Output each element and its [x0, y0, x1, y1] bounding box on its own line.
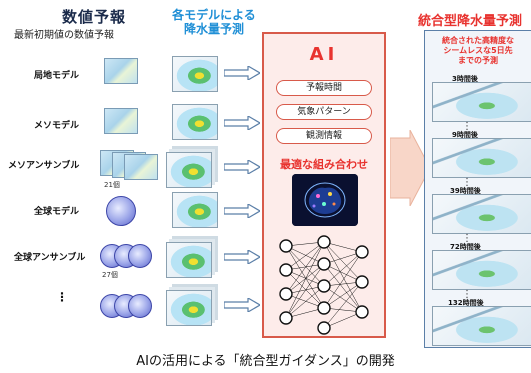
arrow-right-icon [224, 116, 260, 130]
vertical-ellipsis-icon: ⋮ [462, 233, 472, 244]
ai-title: AI [309, 44, 339, 65]
factor-observation: 観測情報 [276, 128, 372, 144]
integrated-description-line2: シームレスな5日先 [443, 46, 513, 55]
big-arrow-right-icon [390, 130, 430, 206]
integrated-description: 統合された高精度な シームレスな5日先 までの予測 [426, 36, 530, 66]
models-precip-heading: 各モデルによる 降水量予測 [160, 8, 268, 36]
vertical-ellipsis-icon: ⋮ [462, 177, 472, 188]
best-combination-label: 最適な組み合わせ [280, 158, 368, 171]
more-models-precip-maps [166, 290, 212, 326]
globe-icon [128, 294, 152, 318]
model-label-local: 局地モデル [34, 71, 80, 81]
models-precip-line2: 降水量予測 [183, 22, 244, 36]
forecast-label-3h: 3時間後 [452, 75, 478, 83]
factor-weather-pattern: 気象パターン [276, 104, 372, 120]
numeric-forecast-subheading: 最新初期値の数値予報 [14, 30, 114, 41]
meso-ensemble-count: 21個 [104, 181, 120, 189]
model-label-meso: メソモデル [34, 121, 80, 131]
forecast-map-3h [432, 82, 531, 122]
globe-icon [106, 196, 136, 226]
model-label-more: ⋮ [56, 290, 68, 304]
meso-model-precip-map [172, 104, 218, 140]
forecast-map-132h [432, 306, 531, 346]
forecast-label-39h: 39時間後 [450, 187, 481, 195]
global-ensemble-precip-maps [166, 242, 212, 278]
local-model-precip-map [172, 56, 218, 92]
vertical-ellipsis-icon: ⋮ [462, 121, 472, 132]
arrow-right-icon [224, 250, 260, 264]
global-ensemble-count: 27個 [102, 271, 118, 279]
local-model-map-icon [104, 58, 138, 84]
model-label-global: 全球モデル [34, 207, 80, 217]
model-label-meso-ensemble: メソアンサンブル [8, 161, 80, 171]
forecast-label-72h: 72時間後 [450, 243, 481, 251]
arrow-right-icon [224, 66, 260, 80]
arrow-right-icon [224, 160, 260, 174]
models-precip-line1: 各モデルによる [172, 8, 256, 22]
forecast-map-9h [432, 138, 531, 178]
numeric-forecast-heading: 数値予報 [62, 8, 127, 26]
meso-ensemble-map-icon [124, 154, 158, 180]
forecast-label-9h: 9時間後 [452, 131, 478, 139]
neural-network-icon [279, 235, 369, 335]
global-model-precip-map [172, 192, 218, 228]
arrow-right-icon [224, 298, 260, 312]
model-label-global-ensemble: 全球アンサンブル [14, 253, 86, 263]
globe-icon [128, 244, 152, 268]
factor-forecast-time: 予報時間 [276, 80, 372, 96]
figure-caption: AIの活用による「統合型ガイダンス」の開発 [136, 354, 395, 369]
ai-brain-icon [292, 174, 358, 226]
integrated-precip-heading: 統合型降水量予測 [418, 14, 523, 29]
arrow-right-icon [224, 204, 260, 218]
meso-model-map-icon [104, 108, 138, 134]
integrated-description-line1: 統合された高精度な [442, 36, 514, 45]
forecast-label-132h: 132時間後 [448, 299, 484, 307]
forecast-map-72h [432, 250, 531, 290]
forecast-map-39h [432, 194, 531, 234]
meso-ensemble-precip-maps [166, 152, 212, 188]
integrated-description-line3: までの予測 [458, 56, 498, 65]
vertical-ellipsis-icon: ⋮ [462, 289, 472, 300]
